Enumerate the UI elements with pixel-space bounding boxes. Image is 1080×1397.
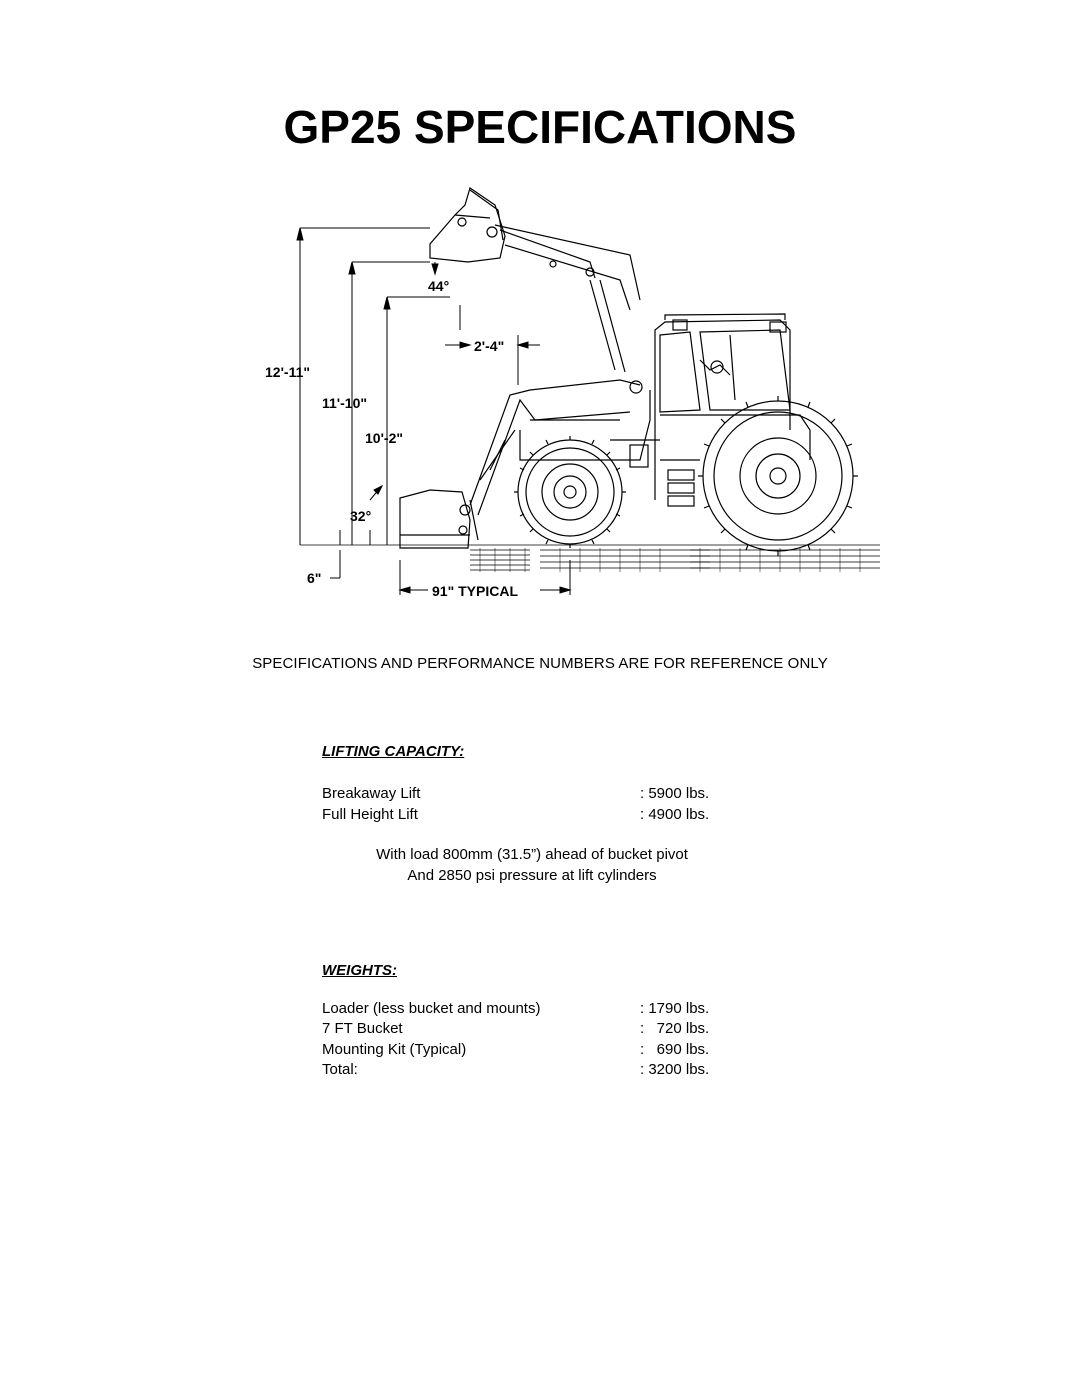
front-wheel [514,436,626,548]
tractor-body [519,313,811,507]
disclaimer: SPECIFICATIONS AND PERFORMANCE NUMBERS A… [252,655,828,672]
lowered-loader-arms [469,379,643,516]
weight-row-total: Total: : 3200 lbs. [322,1061,722,1081]
spec-value: : 4900 lbs. [640,806,710,823]
lifting-note-pressure: And 2850 psi pressure at lift cylinders [407,867,657,884]
weight-value: : 1790 lbs. [640,1000,710,1017]
lifting-note-load: With load 800mm (31.5”) ahead of bucket … [376,846,688,863]
weight-label: 7 FT Bucket [322,1020,403,1037]
dim-dump-angle: 44° [428,278,449,294]
dim-max-height: 12'-11" [265,364,310,380]
dim-dump-clearance: 10'-2" [365,430,403,446]
spec-value: : 5900 lbs. [640,785,710,802]
raised-loader-arms [494,224,641,373]
loader-tractor-diagram: 12'-11" 11'-10" 10'-2" 44° 32° 2'-4" 6" … [265,187,880,599]
ground-hatching [300,544,880,572]
weight-value: : 690 lbs. [640,1041,710,1058]
lifting-capacity-heading: LIFTING CAPACITY: [322,743,465,760]
raised-bucket [429,187,506,263]
dim-pin-height: 11'-10" [322,395,367,411]
dim-dump-reach: 2'-4" [474,338,504,354]
dimension-lines [296,227,572,595]
weight-row-mounting-kit: Mounting Kit (Typical) : 690 lbs. [322,1041,722,1061]
weights-heading: WEIGHTS: [322,962,397,979]
spec-row-full-height-lift: Full Height Lift : 4900 lbs. [322,806,722,826]
spec-label: Full Height Lift [322,806,418,823]
page-title: GP25 SPECIFICATIONS [283,101,797,153]
weight-value: : 3200 lbs. [640,1061,710,1078]
spec-label: Breakaway Lift [322,785,421,802]
weight-row-bucket: 7 FT Bucket : 720 lbs. [322,1020,722,1040]
weight-value: : 720 lbs. [640,1020,710,1037]
rear-wheel [698,396,858,556]
lowered-bucket [399,489,479,549]
dim-dig-depth: 6" [307,570,321,586]
weight-label: Loader (less bucket and mounts) [322,1000,541,1017]
spec-row-breakaway-lift: Breakaway Lift : 5900 lbs. [322,785,722,805]
dim-bucket-width: 91" TYPICAL [432,583,518,599]
weight-label: Mounting Kit (Typical) [322,1041,467,1058]
weight-label: Total: [322,1061,358,1078]
weight-row-loader: Loader (less bucket and mounts) : 1790 l… [322,1000,722,1020]
dim-rollback-angle: 32° [350,508,371,524]
